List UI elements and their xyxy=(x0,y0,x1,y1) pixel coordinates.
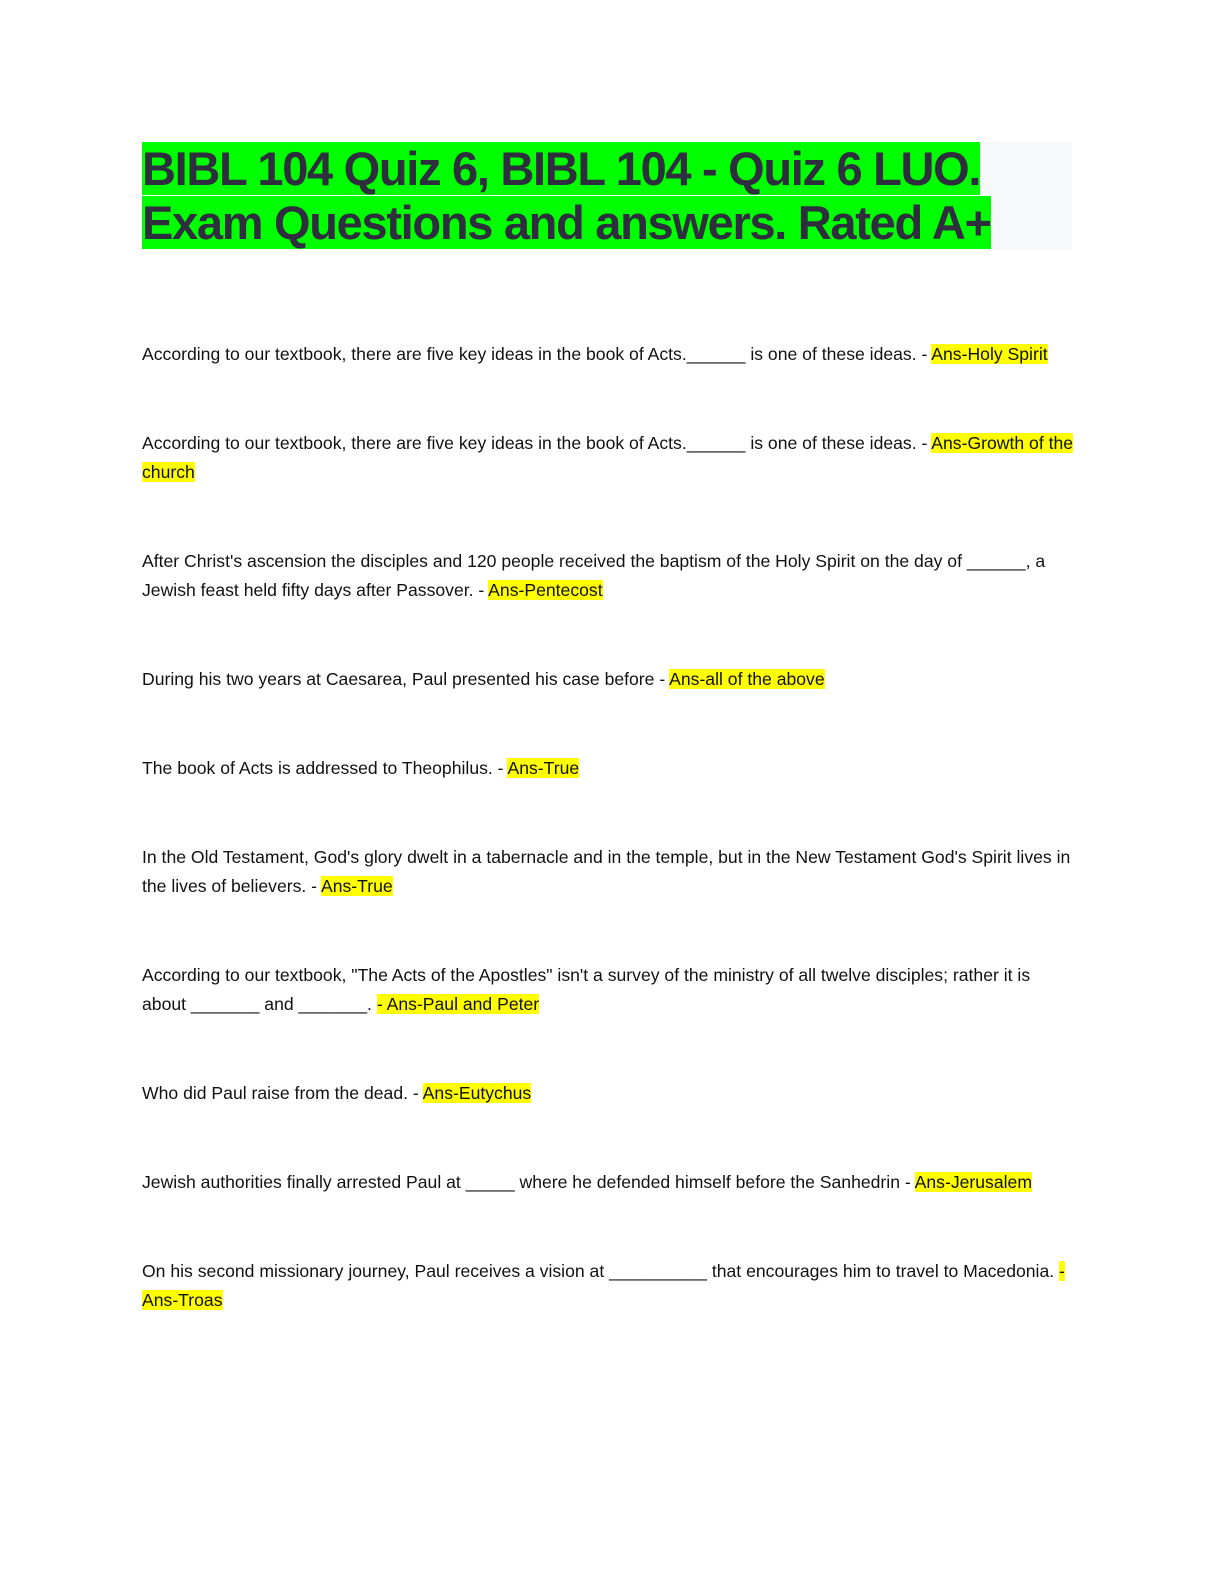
title-text: BIBL 104 Quiz 6, BIBL 104 - Quiz 6 LUO. … xyxy=(142,142,992,249)
answer-text: Ans-True xyxy=(320,876,393,896)
question-text: According to our textbook, there are fiv… xyxy=(142,344,932,364)
qa-item: According to our textbook, there are fiv… xyxy=(142,429,1077,487)
answer-text: Ans-Pentecost xyxy=(488,580,603,600)
qa-item: According to our textbook, there are fiv… xyxy=(142,340,1077,369)
qa-item: Who did Paul raise from the dead. - Ans-… xyxy=(142,1079,1077,1108)
answer-text: Ans-True xyxy=(507,758,580,778)
qa-item: During his two years at Caesarea, Paul p… xyxy=(142,665,1077,694)
answer-text: Ans-Holy Spirit xyxy=(931,344,1048,364)
qa-item: On his second missionary journey, Paul r… xyxy=(142,1257,1077,1315)
question-text: On his second missionary journey, Paul r… xyxy=(142,1261,1060,1281)
answer-text: Ans-Eutychus xyxy=(422,1083,532,1103)
question-text: The book of Acts is addressed to Theophi… xyxy=(142,758,508,778)
qa-item: According to our textbook, "The Acts of … xyxy=(142,961,1077,1019)
answer-text: Ans-all of the above xyxy=(669,669,825,689)
qa-item: Jewish authorities finally arrested Paul… xyxy=(142,1168,1077,1197)
question-text: After Christ's ascension the disciples a… xyxy=(142,551,1046,600)
question-text: During his two years at Caesarea, Paul p… xyxy=(142,669,670,689)
answer-text: Ans-Jerusalem xyxy=(914,1172,1032,1192)
question-text: According to our textbook, there are fiv… xyxy=(142,433,932,453)
question-text: According to our textbook, "The Acts of … xyxy=(142,965,1031,1014)
qa-item: After Christ's ascension the disciples a… xyxy=(142,547,1077,605)
question-text: In the Old Testament, God's glory dwelt … xyxy=(142,847,1071,896)
question-text: Who did Paul raise from the dead. - xyxy=(142,1083,423,1103)
qa-item: The book of Acts is addressed to Theophi… xyxy=(142,754,1077,783)
document-title: BIBL 104 Quiz 6, BIBL 104 - Quiz 6 LUO. … xyxy=(142,142,1072,250)
qa-list: According to our textbook, there are fiv… xyxy=(142,340,1077,1375)
answer-text: - Ans-Paul and Peter xyxy=(376,994,540,1014)
question-text: Jewish authorities finally arrested Paul… xyxy=(142,1172,915,1192)
title-block: BIBL 104 Quiz 6, BIBL 104 - Quiz 6 LUO. … xyxy=(142,142,1072,250)
qa-item: In the Old Testament, God's glory dwelt … xyxy=(142,843,1077,901)
